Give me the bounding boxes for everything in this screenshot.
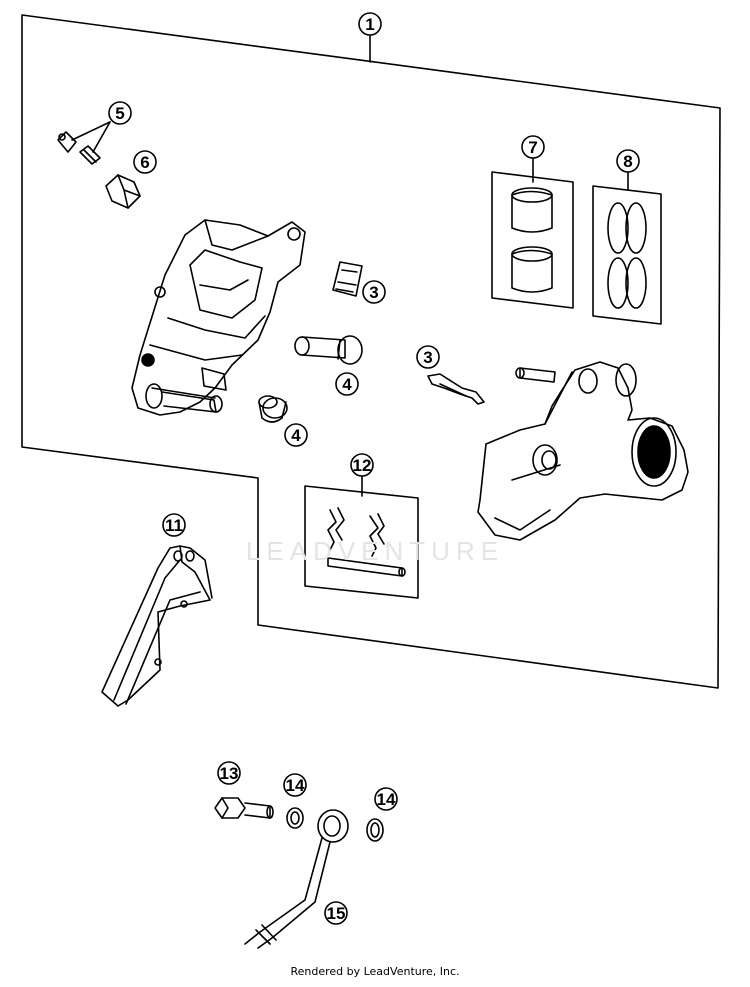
callout-6[interactable]: 6	[133, 150, 157, 174]
callout-8[interactable]: 8	[616, 149, 640, 173]
pad-spring-part-b	[427, 373, 485, 405]
pin-kit-part	[304, 475, 419, 599]
brake-pads-part	[101, 545, 213, 707]
svg-text:8: 8	[623, 152, 632, 171]
callout-5[interactable]: 5	[108, 101, 132, 125]
sealing-washer-part-b	[366, 818, 384, 842]
callout-4-lower[interactable]: 4	[284, 423, 308, 447]
banjo-bolt-part	[214, 797, 274, 819]
callout-12[interactable]: 12	[350, 453, 374, 477]
svg-text:11: 11	[165, 516, 183, 535]
sealing-washer-part-a	[286, 807, 304, 829]
callout-3-upper[interactable]: 3	[362, 280, 386, 304]
svg-text:15: 15	[327, 904, 346, 923]
svg-text:3: 3	[423, 348, 432, 367]
svg-text:4: 4	[342, 375, 352, 394]
render-credit: Rendered by LeadVenture, Inc.	[290, 965, 460, 978]
bleeder-valve-part	[57, 121, 111, 165]
callout-13[interactable]: 13	[217, 761, 241, 785]
pin-boot-part	[258, 395, 288, 423]
piston-kit-part	[491, 157, 574, 309]
brake-line-part	[244, 809, 349, 949]
svg-text:6: 6	[140, 153, 149, 172]
callout-1[interactable]: 1	[358, 12, 382, 36]
svg-text:14: 14	[377, 790, 396, 809]
svg-text:12: 12	[353, 456, 372, 475]
callout-7[interactable]: 7	[521, 135, 545, 159]
slide-pin-part-a	[294, 335, 363, 365]
callout-4-upper[interactable]: 4	[335, 372, 359, 396]
svg-text:7: 7	[528, 138, 537, 157]
callout-3-right[interactable]: 3	[416, 345, 440, 369]
callout-14-right[interactable]: 14	[374, 787, 398, 811]
callout-15[interactable]: 15	[324, 901, 348, 925]
svg-text:4: 4	[291, 426, 301, 445]
assembly-outline	[21, 14, 721, 689]
seal-kit-part	[592, 171, 662, 325]
svg-text:5: 5	[115, 104, 124, 123]
pad-spring-part-a	[332, 261, 363, 297]
watermark: LEADVENTURE	[246, 536, 504, 566]
svg-text:3: 3	[369, 283, 378, 302]
callout-11[interactable]: 11	[162, 513, 186, 537]
svg-text:13: 13	[220, 764, 239, 783]
caliper-support-part	[477, 361, 689, 541]
svg-text:14: 14	[286, 776, 305, 795]
callout-14-left[interactable]: 14	[283, 773, 307, 797]
bleeder-cap-part	[105, 174, 141, 209]
caliper-housing-part	[131, 219, 306, 416]
svg-text:1: 1	[365, 15, 374, 34]
